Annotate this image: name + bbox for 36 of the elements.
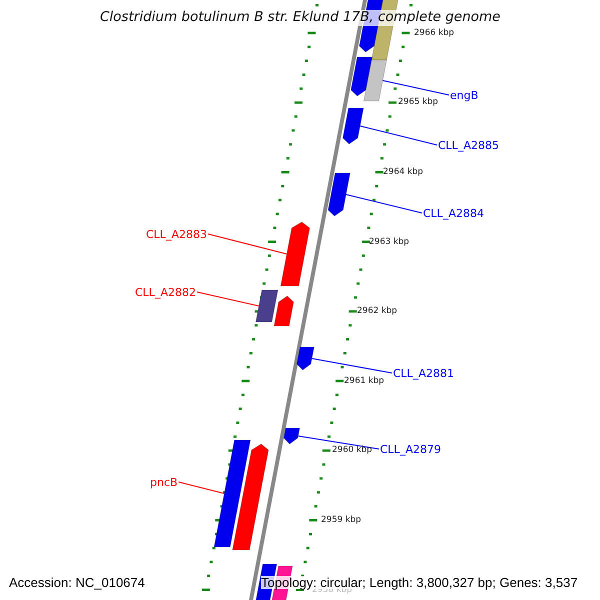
leader-line — [346, 194, 422, 214]
scale-label: 2964 kbp — [383, 168, 424, 176]
leader-line — [208, 234, 288, 254]
leader-line — [311, 358, 392, 374]
gene-feature-block — [232, 444, 269, 550]
gene-feature-block — [350, 56, 373, 96]
scale-label: 2961 kbp — [344, 376, 384, 385]
gene-feature-block — [363, 60, 387, 102]
gene-feature-block — [255, 290, 278, 322]
gene-label: CLL_A2884 — [423, 208, 484, 218]
gene-feature-block — [214, 440, 251, 548]
leader-line — [178, 482, 225, 494]
scale-label: 2960 kbp — [332, 446, 372, 454]
leader-line — [382, 80, 450, 96]
gene-label: engB — [450, 90, 478, 100]
gene-feature-block — [274, 296, 294, 326]
leader-line — [360, 126, 438, 146]
gene-feature-block — [296, 346, 314, 370]
gene-label: CLL_A2881 — [393, 368, 454, 378]
scale-label: 2962 kbp — [357, 306, 398, 315]
gene-feature-block — [328, 172, 350, 216]
scale-label: 2966 kbp — [414, 28, 454, 37]
scale-label: 2965 kbp — [398, 98, 438, 106]
gene-label: CLL_A2879 — [380, 444, 441, 454]
scale-label: 2959 kbp — [321, 516, 362, 524]
info-text: Accession: NC_010674 — [9, 576, 145, 588]
gene-feature-block — [283, 428, 300, 444]
leader-line — [298, 436, 380, 450]
leader-line — [196, 292, 260, 306]
scale-label: 2963 kbp — [369, 238, 410, 246]
gene-feature-block — [342, 108, 364, 144]
gene-feature-block — [280, 222, 310, 286]
gene-label: CLL_A2882 — [135, 286, 196, 298]
gene-label: CLL_A2885 — [438, 140, 499, 150]
gene-label: CLL_A2883 — [146, 228, 207, 240]
gene-label: pncB — [150, 476, 178, 488]
